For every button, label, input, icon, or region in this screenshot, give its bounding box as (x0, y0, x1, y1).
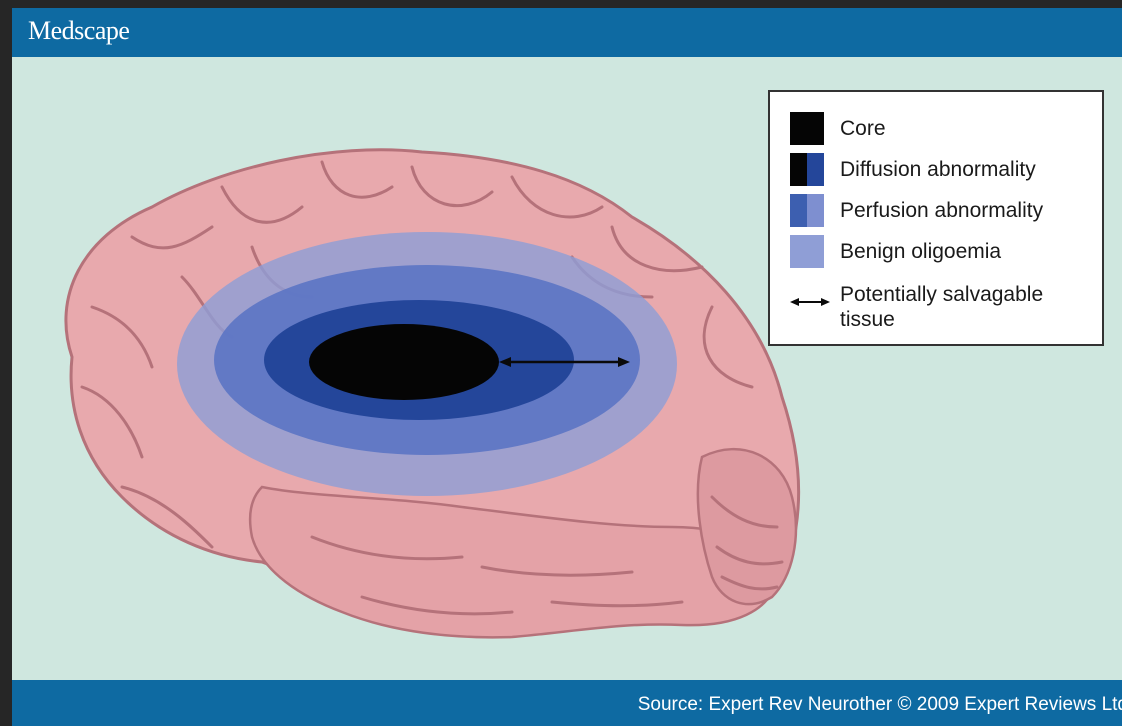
medscape-logo: Medscape (28, 16, 129, 46)
core-zone (309, 324, 499, 400)
legend-item-core: Core (790, 112, 886, 145)
legend-label: Diffusion abnormality (840, 153, 1036, 182)
core-swatch (790, 112, 824, 145)
legend-label: Perfusion abnormality (840, 194, 1043, 223)
legend-label: Benign oligoemia (840, 235, 1001, 264)
legend-label: Core (840, 112, 886, 141)
perfusion-swatch (790, 194, 824, 227)
salvageable-label-line1: Potentially salvagable (840, 283, 1043, 306)
legend-box: Core Diffusion abnormality Perfusion abn… (768, 90, 1104, 346)
legend-item-oligoemia: Benign oligoemia (790, 235, 1001, 268)
legend-item-perfusion: Perfusion abnormality (790, 194, 1043, 227)
source-credit: Source: Expert Rev Neurother © 2009 Expe… (638, 694, 1122, 716)
footer-bar: Source: Expert Rev Neurother © 2009 Expe… (12, 680, 1122, 726)
legend-item-salvageable: Potentially salvagable tissue (790, 282, 1043, 332)
figure-frame: Medscape (12, 8, 1122, 726)
cerebellum (698, 449, 796, 604)
diffusion-swatch (790, 153, 824, 186)
legend-item-diffusion: Diffusion abnormality (790, 153, 1036, 186)
oligoemia-swatch (790, 235, 824, 268)
salvageable-label-line2: tissue (840, 308, 895, 331)
legend-label: Potentially salvagable tissue (840, 282, 1043, 332)
header-bar: Medscape (12, 8, 1122, 57)
double-arrow-icon (790, 282, 824, 315)
